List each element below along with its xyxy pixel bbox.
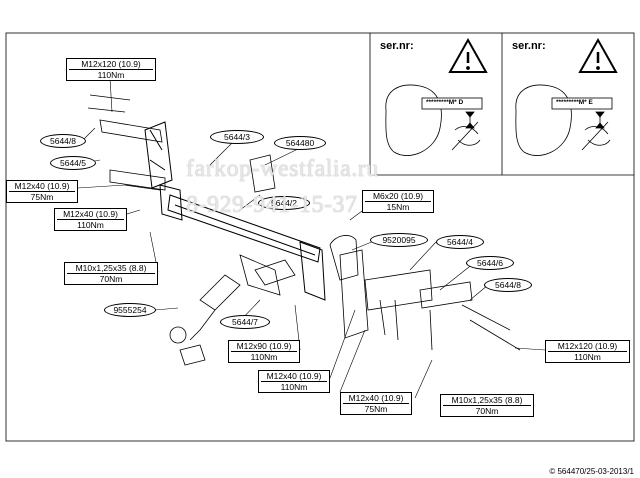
bolt-torque: 110Nm	[261, 381, 327, 392]
bolt-torque: 70Nm	[67, 273, 155, 284]
bolt-spec-m12x40-d: M12x40 (10.9) 75Nm	[340, 392, 412, 415]
bolt-spec-m12x120-left: M12x120 (10.9) 110Nm	[66, 58, 156, 81]
bolt-torque: 75Nm	[343, 403, 409, 414]
part-label-5644-7: 5644/7	[220, 315, 270, 329]
bolt-spec-m12x90: M12x90 (10.9) 110Nm	[228, 340, 300, 363]
right-bracket	[339, 249, 521, 351]
bolt-size: M10x1,25x35 (8.8)	[451, 395, 523, 405]
bolt-size: M12x40 (10.9)	[14, 181, 70, 191]
bolt-torque: 110Nm	[69, 69, 153, 80]
bolt-size: M12x40 (10.9)	[266, 371, 322, 381]
part-label-5644-5: 5644/5	[50, 156, 96, 170]
watermark-phone: 8-929-941-15-37	[186, 192, 358, 218]
bolt-size: M6x20 (10.9)	[372, 191, 424, 201]
bolt-torque: 110Nm	[57, 219, 124, 230]
part-label-5644-4: 5644/4	[436, 235, 484, 249]
left-bracket	[87, 94, 166, 191]
part-label-5644-3: 5644/3	[210, 130, 264, 144]
part-label-564480: 564480	[274, 136, 326, 150]
bolt-spec-m6x20: M6x20 (10.9) 15Nm	[362, 190, 434, 213]
part-label-5644-8-left: 5644/8	[40, 134, 86, 148]
bolt-spec-m12x40-c: M12x40 (10.9) 110Nm	[258, 370, 330, 393]
bolt-spec-m10x125-left: M10x1,25x35 (8.8) 70Nm	[64, 262, 158, 285]
bolt-size: M12x120 (10.9)	[81, 59, 141, 69]
part-label-5644-8-right: 5644/8	[484, 278, 532, 292]
bolt-size: M12x90 (10.9)	[236, 341, 292, 351]
bolt-torque: 75Nm	[9, 191, 75, 202]
serial-number-label-right: ser.nr:	[512, 40, 546, 52]
bolt-size: M12x40 (10.9)	[348, 393, 404, 403]
serial-code-right: *********M* E	[556, 99, 593, 106]
bolt-size: M12x120 (10.9)	[557, 341, 618, 351]
tow-bar-crossbeam	[144, 121, 326, 301]
part-label-9520095: 9520095	[370, 233, 428, 247]
bolt-torque: 70Nm	[443, 405, 531, 416]
bolt-spec-m12x40-b: M12x40 (10.9) 110Nm	[54, 208, 127, 231]
drawing-frame	[5, 32, 635, 442]
bolt-spec-m12x40-a: M12x40 (10.9) 75Nm	[6, 180, 78, 203]
bolt-torque: 15Nm	[365, 201, 431, 212]
copyright-note: © 564470/25-03-2013/1	[549, 467, 634, 476]
bolt-spec-m10x125-right: M10x1,25x35 (8.8) 70Nm	[440, 394, 534, 417]
part-label-5644-6: 5644/6	[466, 256, 514, 270]
bolt-torque: 110Nm	[231, 351, 297, 362]
bolt-spec-m12x120-right: M12x120 (10.9) 110Nm	[545, 340, 630, 363]
serial-panel-right-art	[515, 37, 618, 156]
watermark-site: farkop-westfalia.ru	[186, 156, 379, 182]
central-mount	[329, 235, 359, 281]
part-label-5644-2: 5644/2	[258, 196, 310, 210]
serial-panel-frame	[369, 33, 634, 176]
serial-code-left: *********M* D	[426, 99, 464, 106]
ball-neck	[169, 254, 296, 366]
part-label-9555254: 9555254	[104, 303, 156, 317]
bolt-torque: 110Nm	[548, 351, 627, 362]
electric-socket	[249, 154, 276, 193]
serial-panel-left-art	[385, 37, 488, 156]
bolt-size: M10x1,25x35 (8.8)	[75, 263, 147, 273]
bolt-size: M12x40 (10.9)	[63, 209, 118, 219]
serial-number-label-left: ser.nr:	[380, 40, 414, 52]
